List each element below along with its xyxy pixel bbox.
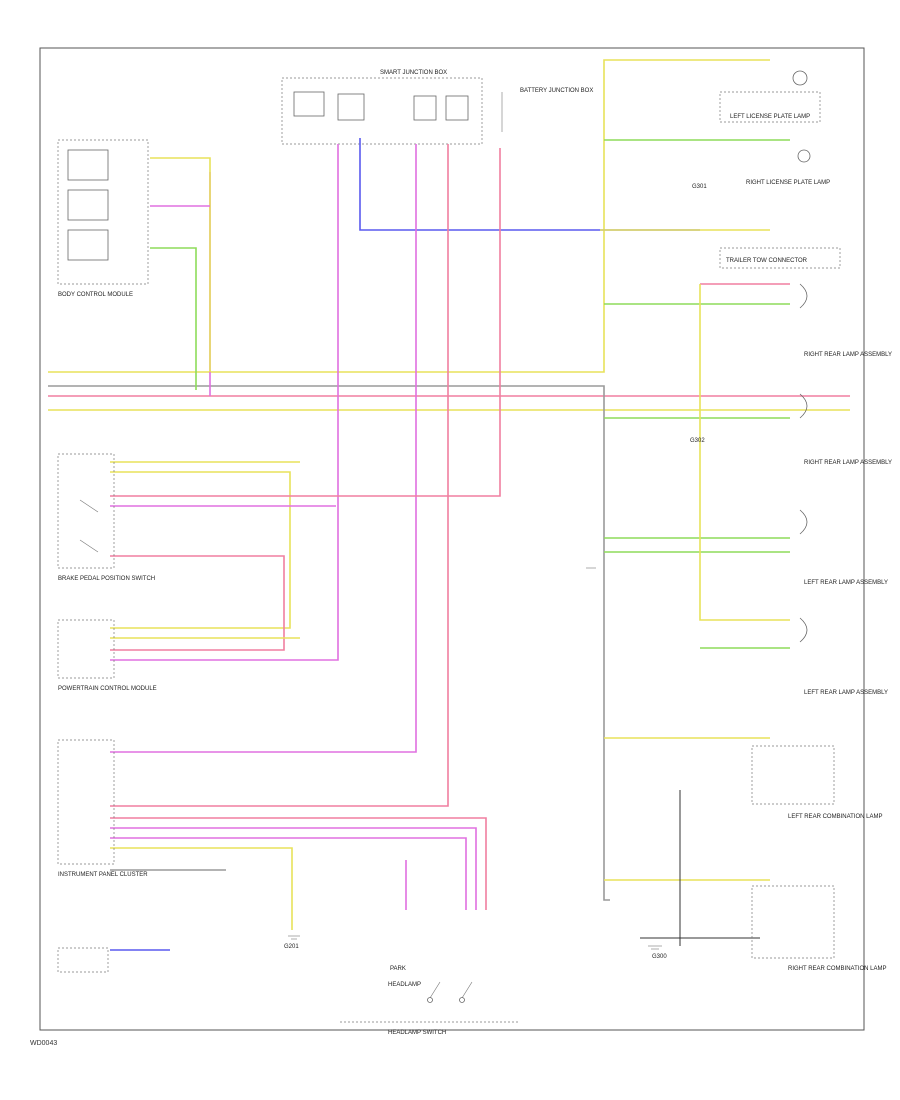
wires (48, 59, 850, 951)
wire-magenta-30 (110, 827, 477, 910)
lh-rear-lamp-1: LEFT REAR LAMP ASSEMBLY (799, 509, 888, 586)
battery-junction-box-label: BATTERY JUNCTION BOX (520, 88, 593, 94)
headlamp-switch-module: INSTRUMENT PANEL CLUSTER (57, 739, 148, 878)
right-license-lamp: LEFT LICENSE PLATE LAMP (719, 70, 821, 123)
diagram-frame (39, 47, 865, 1031)
headlamp-switch-label: HEADLAMP SWITCH (388, 1030, 446, 1036)
rear-license-lamp: RIGHT LICENSE PLATE LAMP (746, 149, 830, 186)
wire-pink-29 (110, 817, 487, 910)
ground-g300-label: G300 (652, 954, 667, 960)
bulb-icon (792, 70, 808, 86)
wire-magenta-18 (110, 144, 417, 753)
bulb-icon (799, 617, 808, 643)
rh-rear-combination-lamp: RIGHT REAR COMBINATION LAMP (751, 885, 886, 972)
powertrain-control-module: POWERTRAIN CONTROL MODULE (57, 619, 157, 692)
brake-pedal-switch-label: BRAKE PEDAL POSITION SWITCH (58, 576, 155, 582)
wire-yellow-0 (48, 59, 770, 373)
page-id: WD0043 (30, 1040, 58, 1047)
switch-headlamp-label: HEADLAMP (388, 982, 421, 988)
rh-rear-lamp-1: RIGHT REAR LAMP ASSEMBLY (799, 283, 892, 358)
trailer-tow-connector: TRAILER TOW CONNECTOR (719, 247, 841, 269)
wire-yellow-32 (110, 847, 293, 930)
brake-pedal-switch: BRAKE PEDAL POSITION SWITCH (57, 453, 155, 582)
right-lamps: LEFT LICENSE PLATE LAMP RIGHT LICENSE PL… (719, 70, 892, 972)
smart-junction-box: SMART JUNCTION BOX BATTERY JUNCTION BOX (281, 70, 593, 145)
wire-yellow-20 (150, 157, 211, 372)
wire-grey-3 (48, 385, 610, 901)
bulb-icon (799, 509, 808, 535)
headlamp-switch: HEADLAMP SWITCH PARK HEADLAMP (340, 966, 520, 1036)
bulb-icon (797, 149, 811, 163)
bulb-icon (799, 393, 808, 419)
lh-rear-lamp-2-label: LEFT REAR LAMP ASSEMBLY (804, 690, 888, 696)
rh-rear-lamp-label: RIGHT REAR LAMP ASSEMBLY (804, 352, 892, 358)
trailer-tow-label: TRAILER TOW CONNECTOR (726, 258, 808, 264)
ground-icon (288, 935, 300, 940)
left-license-label: LEFT LICENSE PLATE LAMP (730, 114, 810, 120)
wire-pink-25 (110, 148, 501, 497)
ground-icon (648, 945, 662, 950)
pcm-label: POWERTRAIN CONTROL MODULE (58, 686, 157, 692)
left-relay-box: BODY CONTROL MODULE (57, 139, 149, 298)
wire-yellow-24 (110, 471, 291, 629)
lh-rear-lamp-label: LEFT REAR LAMP ASSEMBLY (804, 580, 888, 586)
wire-pink-17 (110, 144, 449, 807)
ground-g301-label: G301 (692, 184, 707, 190)
lh-rear-lamp-2: LEFT REAR LAMP ASSEMBLY (799, 617, 888, 696)
wire-green-21 (150, 247, 197, 390)
left-bottom-connector (57, 947, 109, 973)
lh-rear-combination-lamp: LEFT REAR COMBINATION LAMP (751, 745, 882, 820)
wire-magenta-31 (110, 837, 467, 910)
switch-park-label: PARK (390, 966, 406, 972)
body-control-module-label: BODY CONTROL MODULE (58, 292, 133, 298)
lh-rear-combo-label: LEFT REAR COMBINATION LAMP (788, 814, 882, 820)
bulb-icon (799, 283, 808, 309)
rh-rear-lamp-2: RIGHT REAR LAMP ASSEMBLY (799, 393, 892, 466)
ground-g302-label: G302 (690, 438, 705, 444)
ground-g201-label: G201 (284, 944, 299, 950)
smart-junction-box-label: SMART JUNCTION BOX (380, 70, 447, 76)
rh-rear-combo-label: RIGHT REAR COMBINATION LAMP (788, 966, 886, 972)
wire-yellow-12 (699, 284, 790, 621)
instrument-panel-label: INSTRUMENT PANEL CLUSTER (58, 872, 148, 878)
wire-blue-14 (359, 138, 700, 231)
rh-rear-lamp-2-label: RIGHT REAR LAMP ASSEMBLY (804, 460, 892, 466)
wire-magenta-16 (110, 144, 339, 661)
ground-symbols (288, 567, 662, 950)
wire-pink-27 (110, 555, 285, 651)
right-license-label: RIGHT LICENSE PLATE LAMP (746, 180, 830, 186)
